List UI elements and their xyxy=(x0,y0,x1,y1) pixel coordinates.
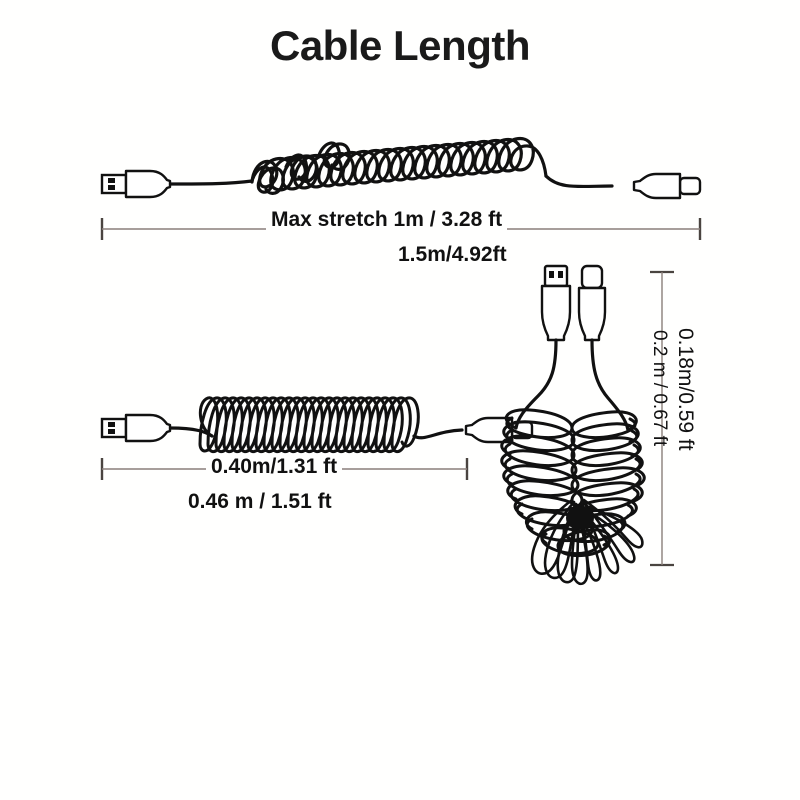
usb-a-connector xyxy=(100,169,172,199)
dimension-label-stretch-main: Max stretch 1m / 3.28 ft xyxy=(266,208,508,232)
compact-coil xyxy=(198,396,420,454)
hanging-coil-left xyxy=(500,408,600,556)
usb-c-connector xyxy=(632,172,702,200)
dimension-label-compact-sub: 0.46 m / 1.51 ft xyxy=(188,490,332,513)
dimension-label-vertical-inner: 0.2 m / 0.67 ft xyxy=(649,330,670,447)
usb-a-connector xyxy=(540,264,572,342)
hanging-coil-right xyxy=(556,410,646,558)
usb-a-connector xyxy=(100,413,172,443)
page-title: Cable Length xyxy=(269,22,531,69)
stretched-coil xyxy=(250,136,548,195)
dimension-label-stretch-sub: 1.5m/4.92ft xyxy=(398,243,507,266)
coil-convergence xyxy=(530,498,644,586)
dimension-label-compact-main: 0.40m/1.31 ft xyxy=(206,455,343,479)
usb-c-connector xyxy=(464,416,534,444)
usb-c-connector xyxy=(577,264,607,342)
dimension-label-vertical-outer: 0.18m/0.59 ft xyxy=(674,328,697,451)
